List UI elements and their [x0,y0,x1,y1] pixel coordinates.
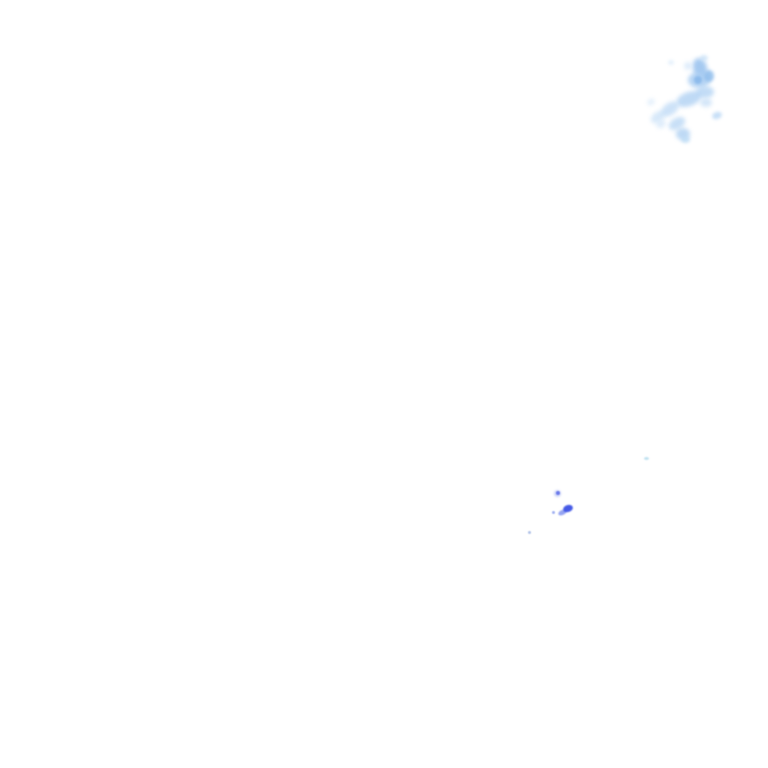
light-precip-speckle [700,55,708,61]
light-precip-speckle [704,70,714,82]
light-precip-speckle [711,110,723,121]
faint-precip-dot [528,531,531,534]
light-precip-speckle [700,98,712,107]
light-precip-speckle [668,60,674,65]
light-precip-speckle [681,136,690,143]
light-precip-speckle [646,97,656,107]
faint-precip-dash [644,457,649,460]
moderate-precip-dot [556,491,560,495]
moderate-precip-echo-core [562,503,574,514]
faint-precip-dot [552,511,555,514]
light-precip-speckle [684,62,692,70]
light-precip-speckle [694,76,702,84]
